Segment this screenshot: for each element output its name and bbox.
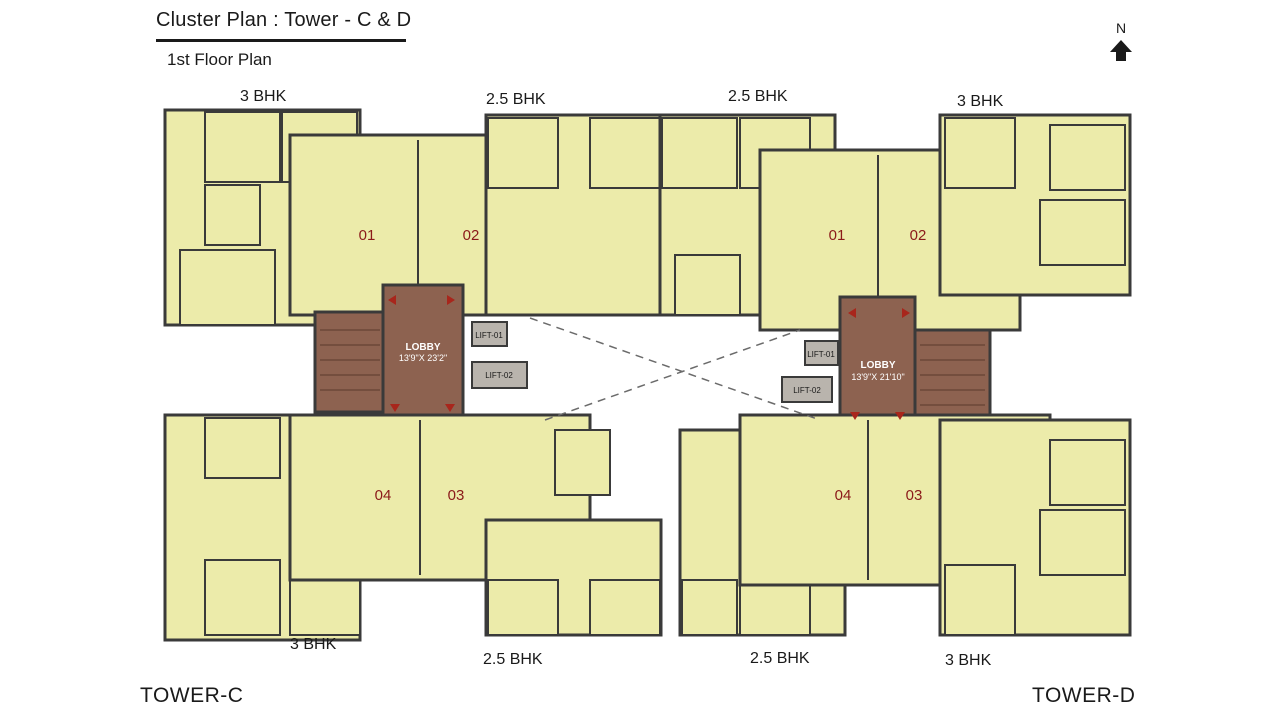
room-block [661,117,738,189]
room-block [944,564,1016,636]
flat-number-d-03: 03 [906,487,923,504]
lift-c-1-label: LIFT-01 [475,331,503,340]
stair-treads [320,329,985,406]
room-block [487,579,559,636]
unit-type-d-top-right: 3 BHK [957,93,1004,110]
unit-type-d-top-left: 2.5 BHK [728,88,788,105]
flat-number-c-02: 02 [463,227,480,244]
room-block [204,417,281,479]
flat-number-c-01: 01 [359,227,376,244]
room-block [681,579,738,636]
unit-type-c-bottom-right: 2.5 BHK [483,651,543,668]
title-underline [156,39,406,42]
lobby-d-size: 13'9"X 21'10" [851,372,904,382]
unit-type-d-bottom-right: 3 BHK [945,652,992,669]
north-letter: N [1115,20,1127,36]
room-block [204,184,261,246]
lift-d-2-label: LIFT-02 [793,386,821,395]
room-block [1039,509,1126,576]
unit-type-d-bottom-left: 2.5 BHK [750,650,810,667]
flat-number-c-03: 03 [448,487,465,504]
courtyard-dashed-lines [529,317,821,421]
flat-number-d-02: 02 [910,227,927,244]
page-title: Cluster Plan : Tower - C & D [156,9,412,31]
unit-type-c-top-right: 2.5 BHK [486,91,546,108]
room-block [1049,124,1126,191]
room-block [204,111,281,183]
unit-type-c-top-left: 3 BHK [240,88,287,105]
flat-number-c-04: 04 [375,487,392,504]
stair-block [913,328,992,427]
lift-c-2 [471,361,528,389]
room-block [554,429,611,496]
room-block [487,117,559,189]
flat-number-d-04: 04 [835,487,852,504]
lift-d-1-label: LIFT-01 [807,350,835,359]
lobby-d-label: LOBBY [861,360,896,371]
stair-block [313,310,387,414]
lift-c-1 [471,321,508,347]
lobby-c [381,283,465,422]
flat-number-d-01: 01 [829,227,846,244]
tower-c-plan [163,108,663,642]
north-arrow-icon [1110,40,1132,61]
room-block [589,579,661,636]
lift-d-1 [804,340,839,366]
tower-c-label: TOWER-C [140,684,244,707]
lift-d-2 [781,376,833,403]
lift-c-2-label: LIFT-02 [485,371,513,380]
unit-type-c-bottom-left: 3 BHK [290,636,337,653]
room-block [674,254,741,316]
room-block [1049,439,1126,506]
room-block [179,249,276,326]
lobby-c-label: LOBBY [406,342,441,353]
room-block [589,117,661,189]
floor-subtitle: 1st Floor Plan [167,50,272,69]
tower-d-plan [658,113,1132,637]
entry-arrows [388,295,910,420]
north-compass: N [1106,20,1136,64]
room-block [944,117,1016,189]
tower-d-label: TOWER-D [1032,684,1136,707]
room-block [204,559,281,636]
room-block [1039,199,1126,266]
lobby-c-size: 13'9"X 23'2" [399,353,447,363]
